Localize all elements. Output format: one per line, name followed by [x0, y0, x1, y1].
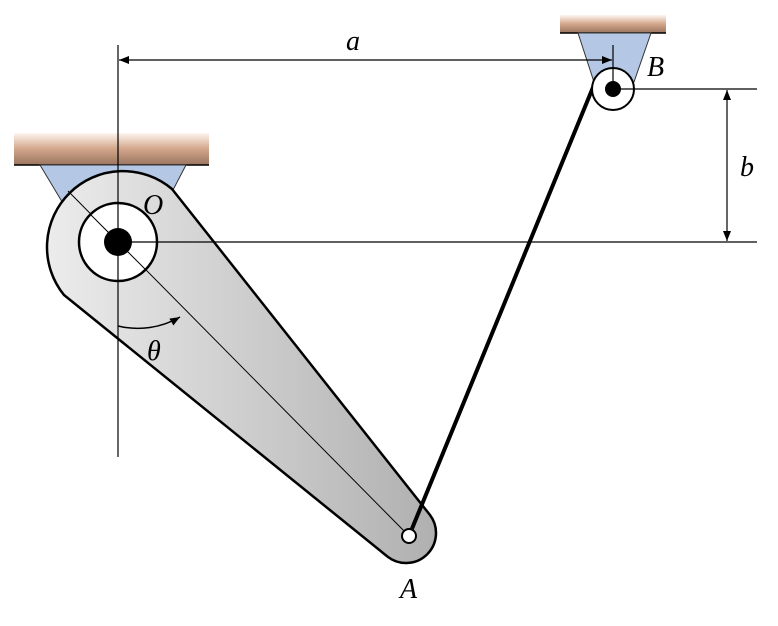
label-b: b — [740, 152, 754, 183]
label-B: B — [647, 52, 664, 83]
label-O: O — [143, 190, 163, 221]
label-A: A — [398, 574, 418, 605]
pivot-O — [77, 201, 159, 283]
link-AB — [407, 79, 598, 537]
ceiling-support-B — [560, 15, 666, 83]
label-a: a — [346, 26, 360, 57]
pivot-B — [591, 67, 635, 111]
theta-angle-arc — [117, 316, 181, 330]
label-theta: θ — [147, 336, 161, 367]
pin-A — [401, 528, 417, 544]
